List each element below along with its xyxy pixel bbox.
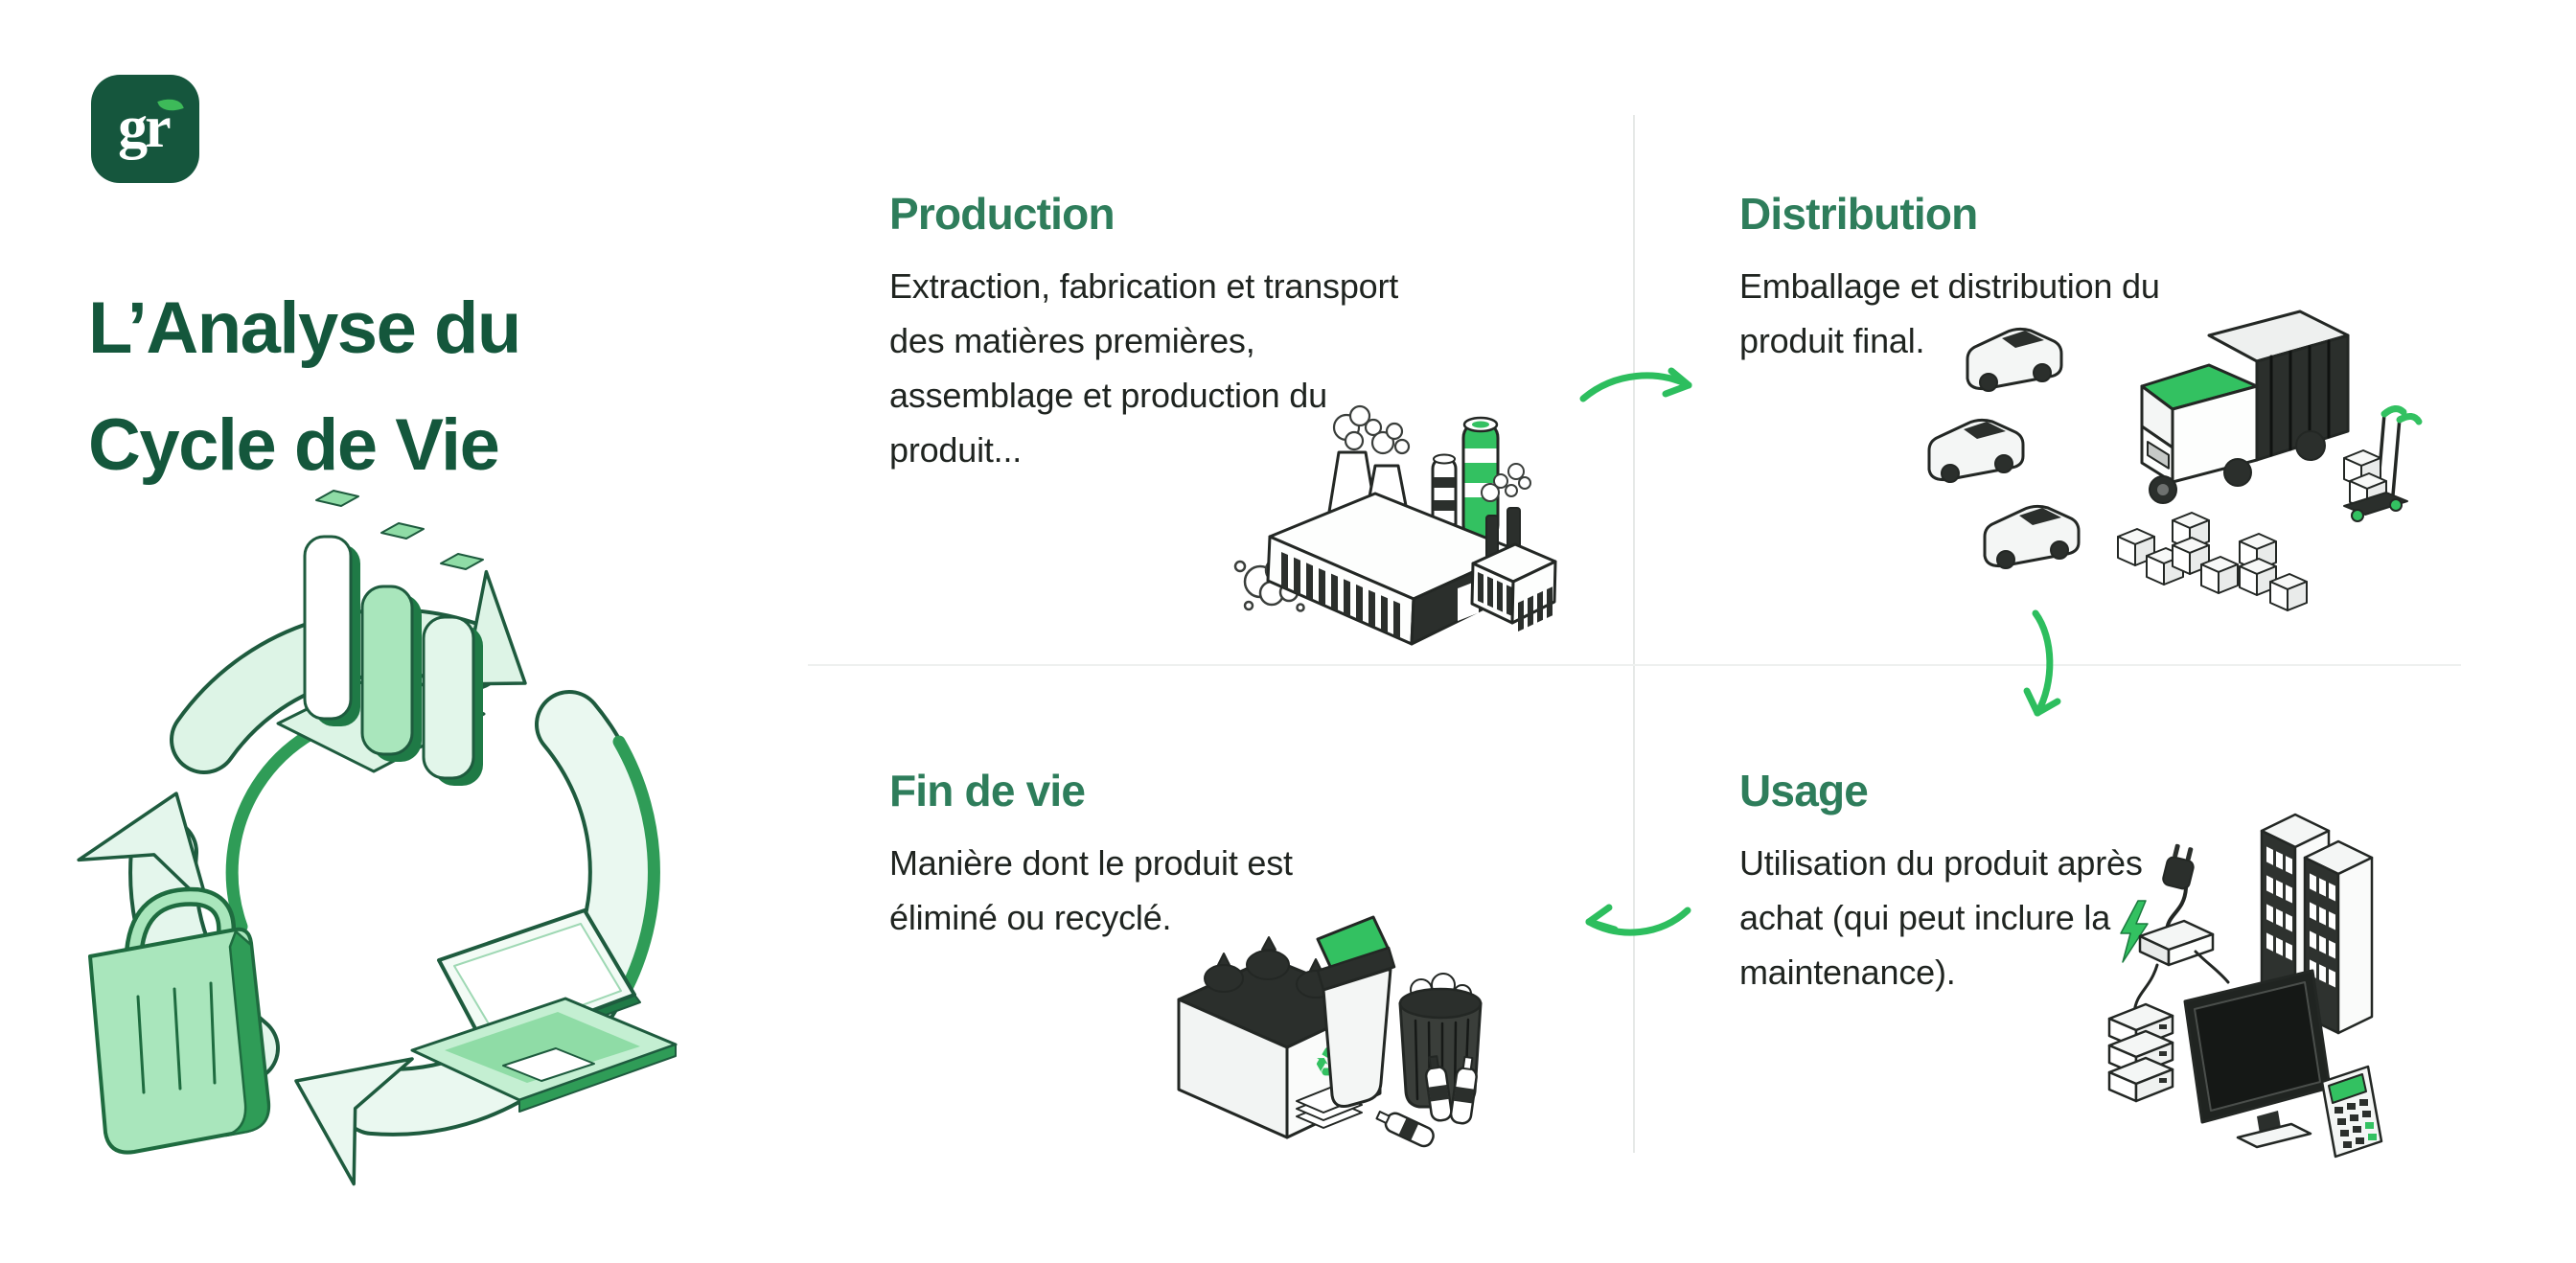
end-of-life-section: Fin de vie Manière dont le produit est é… xyxy=(889,765,1503,945)
bar-chart-icon xyxy=(278,491,484,786)
gr-logo: gr xyxy=(91,75,199,183)
boxes-icon xyxy=(2117,512,2308,611)
arrow-usage-to-end-of-life xyxy=(1576,891,1701,953)
arrow-production-to-distribution xyxy=(1572,356,1706,424)
distribution-heading: Distribution xyxy=(1739,189,1978,239)
distribution-illustration xyxy=(1927,302,2429,611)
lightning-icon xyxy=(2121,901,2148,962)
cars-icon xyxy=(1927,327,2081,570)
distribution-body: Emballage et distribution du produit fin… xyxy=(1739,266,2160,360)
laptop-icon xyxy=(412,910,676,1112)
basket-icon xyxy=(90,897,268,1153)
hand-truck-icon xyxy=(2343,408,2419,521)
horizontal-divider xyxy=(808,664,2461,666)
production-body: Extraction, fabrication et transport des… xyxy=(889,266,1399,470)
usage-body: Utilisation du produit après achat (qui … xyxy=(1739,843,2143,992)
end-of-life-body: Manière dont le produit est éliminé ou r… xyxy=(889,843,1293,937)
plug-icon xyxy=(2121,843,2228,1013)
end-of-life-illustration: ♻ xyxy=(1174,886,1519,1174)
factory-icon xyxy=(1235,406,1555,644)
distribution-section: Distribution Emballage et distribution d… xyxy=(1739,188,2353,368)
factory-illustration xyxy=(1231,393,1557,661)
vertical-divider xyxy=(1633,115,1635,1153)
server-icon xyxy=(2109,1004,2173,1101)
calculator-icon xyxy=(2322,1067,2381,1157)
wheelie-bin-icon xyxy=(1318,917,1394,1107)
truck-icon xyxy=(2142,311,2348,503)
arrow-distribution-to-usage xyxy=(2011,606,2078,725)
page-title: L’Analyse du Cycle de Vie xyxy=(88,287,521,486)
end-of-life-heading: Fin de vie xyxy=(889,766,1086,815)
cycle-illustration xyxy=(58,517,748,1207)
production-section: Production Extraction, fabrication et tr… xyxy=(889,188,1503,477)
usage-illustration xyxy=(2104,813,2439,1157)
monitor-icon xyxy=(2185,971,2330,1147)
usage-section: Usage Utilisation du produit après achat… xyxy=(1739,765,2353,999)
bottles-icon xyxy=(1374,1055,1479,1149)
production-heading: Production xyxy=(889,189,1116,239)
usage-heading: Usage xyxy=(1739,766,1869,815)
